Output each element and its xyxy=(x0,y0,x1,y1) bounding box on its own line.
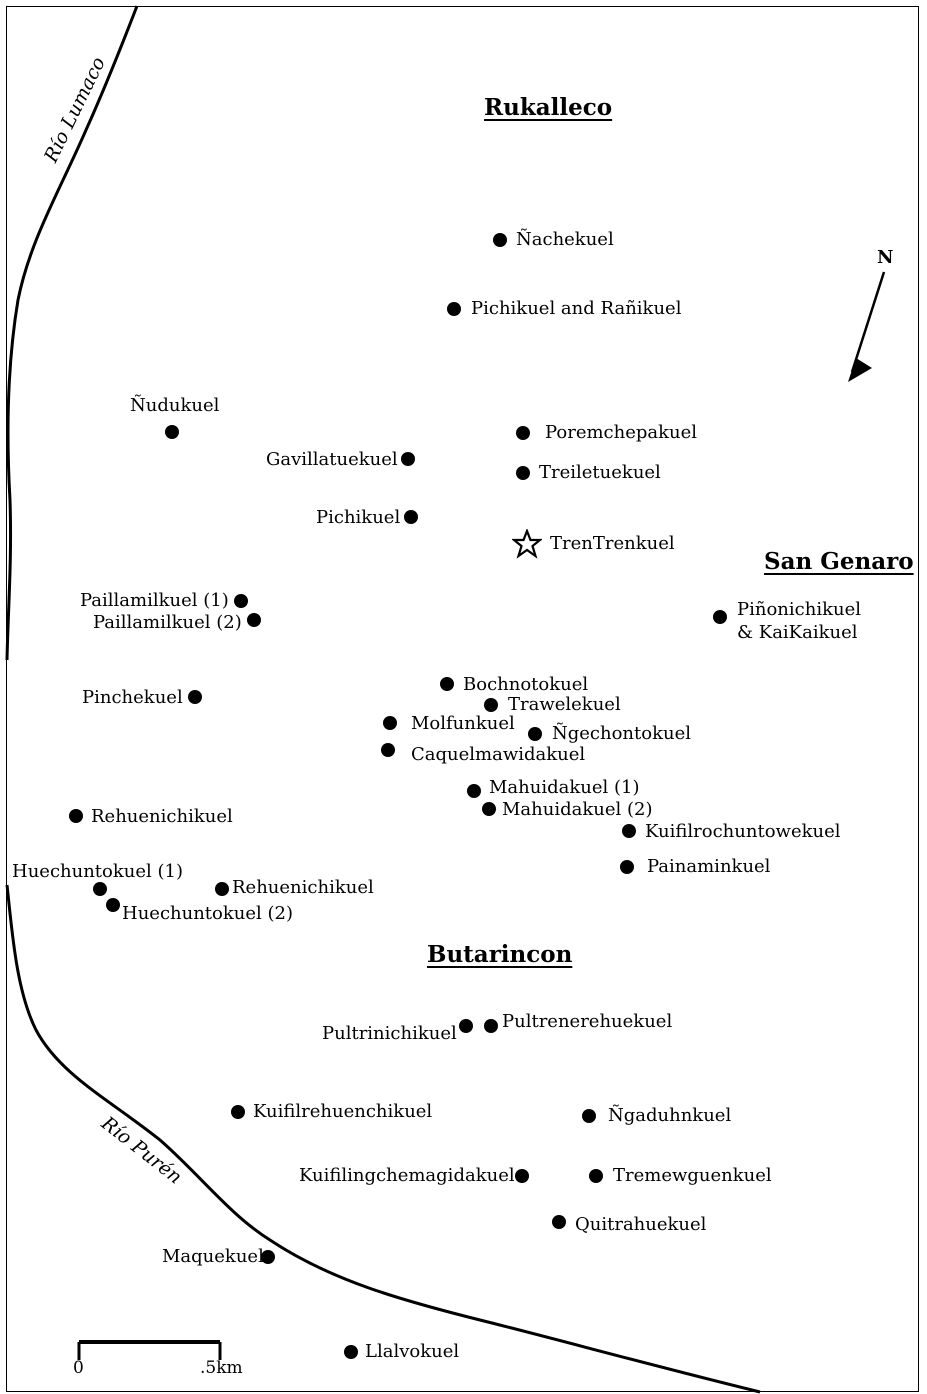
site-label-treiletuekuel: Treiletuekuel xyxy=(539,462,661,483)
site-marker-kuifilingchemagidakuel xyxy=(515,1169,529,1183)
site-marker-paillamilkuel-2 xyxy=(247,613,261,627)
site-label-pinonichikuel: Piñonichikuel & KaiKaikuel xyxy=(737,598,861,644)
site-label-ngechontokuel: Ñgechontokuel xyxy=(552,723,692,744)
site-label-pinonichikuel-line2: & KaiKaikuel xyxy=(737,622,858,643)
site-label-trawelekuel: Trawelekuel xyxy=(508,694,621,715)
site-label-bochnotokuel: Bochnotokuel xyxy=(463,674,589,695)
site-label-quitrahuekuel: Quitrahuekuel xyxy=(575,1214,707,1235)
scale-start-label: 0 xyxy=(73,1358,84,1378)
site-label-mahuidakuel-2: Mahuidakuel (2) xyxy=(502,799,653,820)
site-label-kuifilingchemagidakuel: Kuifilingchemagidakuel xyxy=(299,1165,515,1186)
site-label-kuifilrehuenchikuel: Kuifilrehuenchikuel xyxy=(253,1101,433,1122)
region-san-genaro: San Genaro xyxy=(764,548,914,575)
north-arrow xyxy=(848,271,886,382)
site-marker-huechuntokuel-1 xyxy=(93,882,107,896)
region-butarincon: Butarincon xyxy=(427,941,573,968)
site-label-pichikuel-ranikuel: Pichikuel and Rañikuel xyxy=(471,298,682,319)
site-marker-ngaduhnkuel xyxy=(582,1109,596,1123)
site-label-maquekuel: Maquekuel xyxy=(162,1246,264,1267)
site-marker-quitrahuekuel xyxy=(552,1215,566,1229)
site-label-gavillatuekuel: Gavillatuekuel xyxy=(266,449,398,470)
site-label-paillamilkuel-2: Paillamilkuel (2) xyxy=(93,612,242,633)
site-label-nachekuel: Ñachekuel xyxy=(516,229,614,250)
site-marker-trawelekuel xyxy=(484,698,498,712)
north-label: N xyxy=(877,247,894,268)
site-label-paillamilkuel-1: Paillamilkuel (1) xyxy=(80,590,229,611)
site-label-ngaduhnkuel: Ñgaduhnkuel xyxy=(608,1105,732,1126)
site-label-pultrenerehuekuel: Pultrenerehuekuel xyxy=(502,1011,673,1032)
site-label-kuifilrochuntowekuel: Kuifilrochuntowekuel xyxy=(645,821,841,842)
site-marker-trentrenkuel-star-icon xyxy=(512,529,542,559)
region-rukalleco: Rukalleco xyxy=(484,94,613,121)
site-marker-pinonichikuel xyxy=(713,610,727,624)
site-label-painaminkuel: Painaminkuel xyxy=(647,856,771,877)
site-marker-bochnotokuel xyxy=(440,677,454,691)
site-marker-kuifilrochuntowekuel xyxy=(622,824,636,838)
site-label-rehuenichikuel-w: Rehuenichikuel xyxy=(91,806,233,827)
scale-end-label: .5km xyxy=(200,1358,243,1378)
map-frame xyxy=(6,6,919,1392)
site-marker-pichikuel xyxy=(404,510,418,524)
site-marker-pichikuel-ranikuel xyxy=(447,302,461,316)
site-label-pinonichikuel-line1: Piñonichikuel xyxy=(737,599,861,620)
site-label-llalvokuel: Llalvokuel xyxy=(365,1341,460,1362)
site-marker-nudukuel xyxy=(165,425,179,439)
site-marker-rehuenichikuel-c xyxy=(215,882,229,896)
site-label-poremchepakuel: Poremchepakuel xyxy=(545,422,698,443)
site-marker-tremewguenkuel xyxy=(589,1169,603,1183)
river-lumaco-line xyxy=(5,5,139,661)
site-label-pultrinichikuel: Pultrinichikuel xyxy=(322,1023,457,1044)
site-label-mahuidakuel-1: Mahuidakuel (1) xyxy=(489,777,640,798)
site-label-pinchekuel: Pinchekuel xyxy=(82,687,183,708)
river-puren-line xyxy=(5,884,761,1394)
site-label-molfunkuel: Molfunkuel xyxy=(411,713,515,734)
site-marker-maquekuel xyxy=(261,1250,275,1264)
site-marker-mahuidakuel-2 xyxy=(482,802,496,816)
site-label-huechuntokuel-1: Huechuntokuel (1) xyxy=(12,861,183,882)
site-marker-poremchepakuel xyxy=(516,426,530,440)
site-marker-pultrenerehuekuel xyxy=(484,1019,498,1033)
site-label-nudukuel: Ñudukuel xyxy=(130,395,220,416)
site-marker-nachekuel xyxy=(493,233,507,247)
site-label-pichikuel: Pichikuel xyxy=(316,507,401,528)
site-marker-pultrinichikuel xyxy=(459,1019,473,1033)
site-marker-gavillatuekuel xyxy=(401,452,415,466)
site-marker-llalvokuel xyxy=(344,1345,358,1359)
site-marker-painaminkuel xyxy=(620,860,634,874)
scale-bar xyxy=(77,1340,222,1360)
site-marker-huechuntokuel-2 xyxy=(106,898,120,912)
site-marker-kuifilrehuenchikuel xyxy=(231,1105,245,1119)
site-marker-rehuenichikuel-w xyxy=(69,809,83,823)
site-marker-molfunkuel xyxy=(383,716,397,730)
site-marker-caquelmawidakuel xyxy=(381,743,395,757)
site-label-rehuenichikuel-c: Rehuenichikuel xyxy=(232,877,374,898)
site-marker-ngechontokuel xyxy=(528,727,542,741)
site-label-caquelmawidakuel: Caquelmawidakuel xyxy=(411,744,586,765)
site-marker-paillamilkuel-1 xyxy=(234,594,248,608)
site-marker-mahuidakuel-1 xyxy=(467,784,481,798)
site-marker-pinchekuel xyxy=(188,690,202,704)
site-label-tremewguenkuel: Tremewguenkuel xyxy=(613,1165,772,1186)
site-marker-treiletuekuel xyxy=(516,466,530,480)
site-label-huechuntokuel-2: Huechuntokuel (2) xyxy=(122,903,293,924)
site-label-trentrenkuel: TrenTrenkuel xyxy=(550,533,675,554)
